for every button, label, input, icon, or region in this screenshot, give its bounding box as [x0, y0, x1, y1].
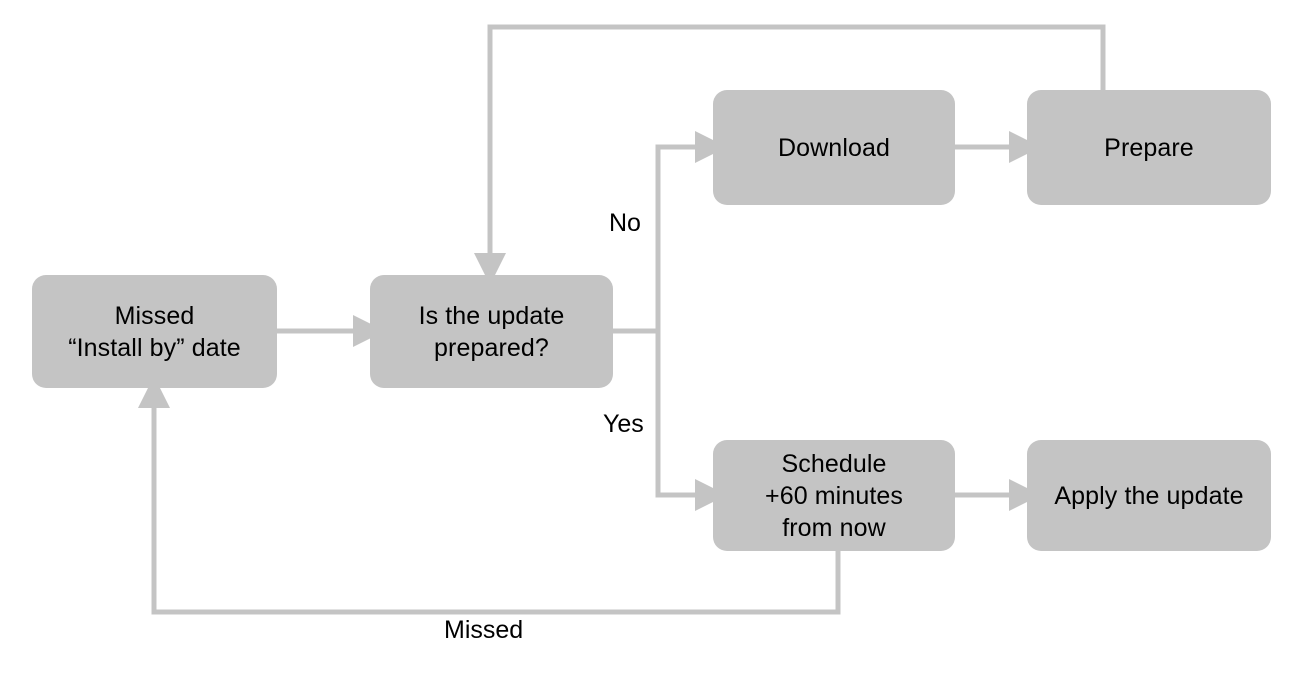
node-prepare[interactable]: Prepare [1027, 90, 1271, 205]
edge-decision-no-to-download [655, 130, 727, 331]
edge-label-yes: Yes [603, 410, 644, 438]
edge-decision-yes-to-schedule [655, 331, 727, 511]
edge-label-no: No [609, 209, 641, 237]
node-download[interactable]: Download [713, 90, 955, 205]
node-apply-update[interactable]: Apply the update [1027, 440, 1271, 551]
node-missed-install-by[interactable]: Missed “Install by” date [32, 275, 277, 388]
edge-schedule-missed-loop [137, 376, 841, 615]
node-is-update-prepared[interactable]: Is the update prepared? [370, 275, 613, 388]
edge-prepare-loop-to-decision [474, 24, 1106, 285]
node-schedule[interactable]: Schedule +60 minutes from now [713, 440, 955, 551]
edge-label-missed: Missed [444, 616, 524, 644]
